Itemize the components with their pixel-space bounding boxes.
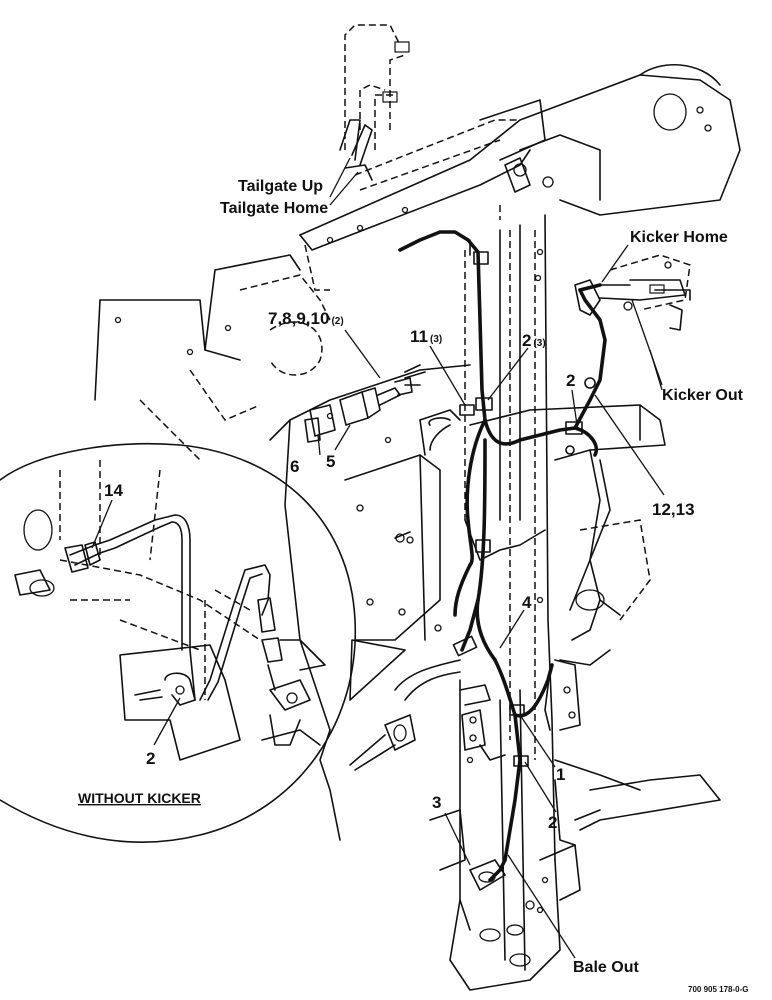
- part-label-2-lower: 2: [548, 813, 557, 832]
- part-label-2-inset: 2: [146, 749, 155, 768]
- part-label-2-right: 2: [566, 371, 575, 390]
- part-label-6: 6: [290, 457, 299, 476]
- figure-code: 700 905 178-0-G: [688, 985, 749, 994]
- part-label-4: 4: [522, 593, 532, 612]
- left-frame: [94, 254, 331, 461]
- upper-frame: [299, 64, 741, 291]
- part-label-7-10: 7,8,9,10(2): [268, 309, 344, 328]
- label-tailgate-home: Tailgate Home: [220, 200, 328, 217]
- main-frame-panel: [269, 364, 666, 841]
- label-tailgate-up: Tailgate Up: [238, 178, 323, 195]
- inset-without-kicker: [0, 442, 406, 843]
- part-label-1: 1: [556, 765, 565, 784]
- leader-lines: [91, 157, 665, 959]
- label-kicker-out: Kicker Out: [662, 387, 744, 404]
- part-label-2-top: 2(3): [522, 331, 546, 350]
- part-number-labels: 7,8,9,10(2) 11(3) 2(3) 2 12,13 6 5 14 2 …: [104, 309, 695, 832]
- part-label-5: 5: [326, 452, 335, 471]
- vertical-channel: [449, 214, 581, 991]
- part-label-11: 11(3): [410, 327, 442, 346]
- callout-labels: Tailgate Up Tailgate Home Kicker Home Ki…: [78, 178, 744, 976]
- label-without-kicker: WITHOUT KICKER: [78, 790, 201, 806]
- wiring-harness: [398, 230, 607, 882]
- label-bale-out: Bale Out: [573, 959, 639, 976]
- harness-clips: [452, 251, 596, 767]
- part-label-3: 3: [432, 793, 441, 812]
- lower-right-frame: [554, 459, 721, 846]
- tailgate-switches: [339, 24, 410, 181]
- kicker-switches: [574, 254, 691, 331]
- label-kicker-home: Kicker Home: [630, 229, 728, 246]
- part-label-12-13: 12,13: [652, 500, 695, 519]
- lower-switch-brackets: [349, 659, 581, 891]
- part-label-14: 14: [104, 481, 123, 500]
- parts-5-6-connector: [304, 364, 426, 443]
